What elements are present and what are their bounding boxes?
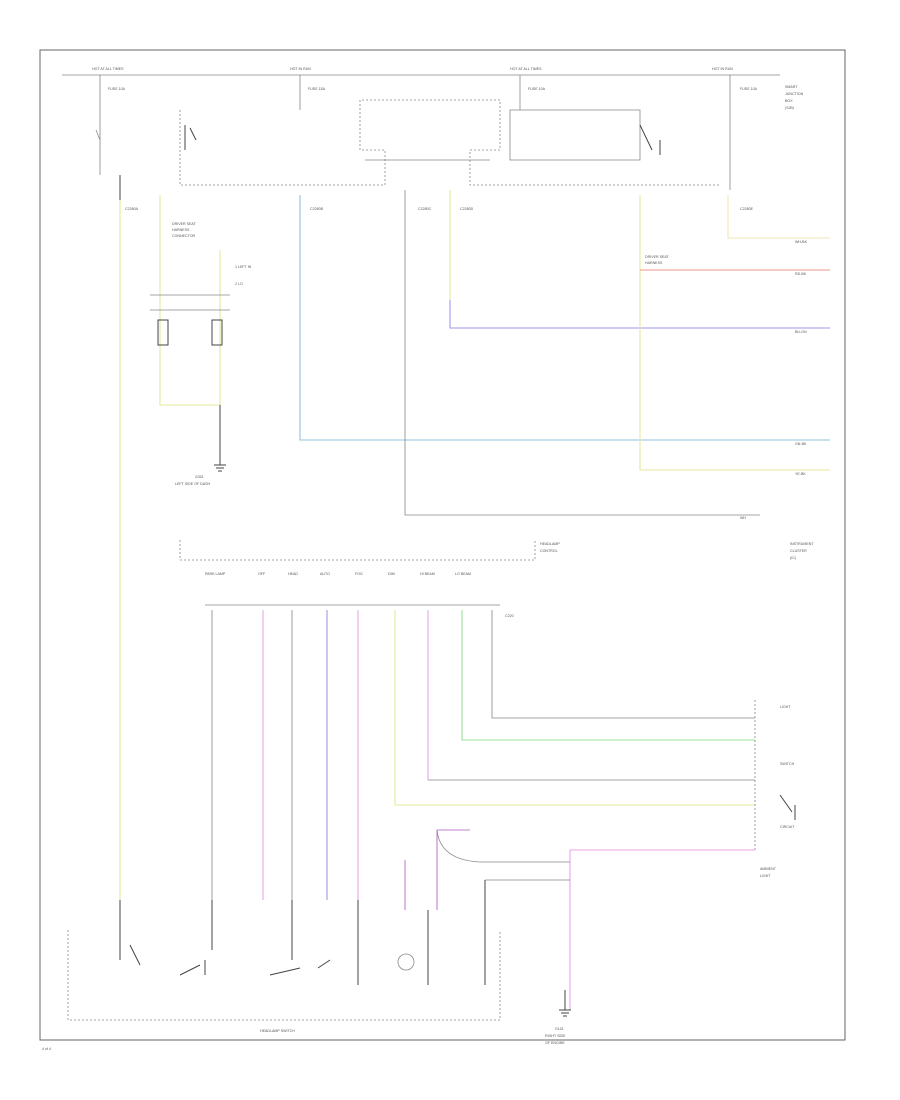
wire-pin-6	[394, 610, 755, 806]
fuse-name-1: FUSE 10A	[108, 87, 126, 91]
ground-bottom-label-3: OF ENGINE	[545, 1041, 565, 1045]
harness-label-1: DRIVER SEAT	[172, 222, 197, 226]
sheet-number: 4 of 4	[42, 1047, 51, 1051]
middle-connector-label-2: CONTROL	[540, 549, 558, 553]
pin-label-7: HI BEAM	[420, 572, 435, 576]
wire-pink-right	[569, 849, 755, 1010]
ground-label-2: LEFT SIDE OF DASH	[175, 482, 210, 486]
harness-right-label-2: HARNESS	[645, 261, 663, 265]
fuse-header-2: HOT IN RUN	[290, 67, 311, 71]
diagram-border	[39, 49, 846, 1041]
wire-magenta-sensor	[436, 829, 470, 910]
relay-switch-1	[184, 125, 197, 150]
wire-gray	[404, 190, 760, 516]
pin-label-2: OFF	[258, 572, 266, 576]
ground-bottom-symbol	[559, 1009, 571, 1017]
fuse-header-1: HOT AT ALL TIMES	[92, 67, 124, 71]
cluster-label-3: (IC)	[790, 556, 796, 560]
connector-label-2: C2280B	[310, 207, 324, 211]
sjb-inner-box	[509, 109, 641, 161]
lamp-element-1	[157, 319, 169, 346]
wire-tag-3: BU-GN	[795, 330, 807, 334]
wire-tag-4: GN-BK	[795, 442, 807, 446]
wire-tag-5: YE-BK	[795, 472, 806, 476]
sjb-label-4: (SJB)	[785, 106, 794, 110]
sjb-label-2: JUNCTION	[785, 92, 804, 96]
sjb-label-3: BOX	[785, 99, 793, 103]
right-switch-label-3: CIRCUIT	[780, 825, 795, 829]
pin-label-6: DIM	[388, 572, 395, 576]
wire-yellow-top-right	[727, 195, 830, 239]
wire-tag-2: RD-BK	[795, 272, 807, 276]
cluster-label-1: INSTRUMENT	[790, 542, 814, 546]
sensor-circle	[397, 953, 415, 971]
right-switch-label-1: LIGHT	[780, 705, 791, 709]
fuse-name-3: FUSE 10A	[528, 87, 546, 91]
bottom-right-label-1: AMBIENT	[760, 867, 777, 871]
harness-label-3: CONNECTOR	[172, 234, 195, 238]
ground-symbol	[214, 464, 226, 472]
pin-label-3: HEAD	[288, 572, 298, 576]
middle-connector-box	[179, 540, 536, 561]
fuse-name-4: FUSE 10A	[740, 87, 758, 91]
connector-label-5: C2280E	[740, 207, 754, 211]
headlamp-switch-label: HEADLAMP SWITCH	[260, 1029, 295, 1033]
wire-light-yellow-right	[639, 195, 830, 471]
lamp-label-2: 2 LO	[235, 282, 243, 286]
wire-blue-mid	[449, 300, 830, 329]
connector-label-4: C2280D	[460, 207, 474, 211]
sjb-box	[179, 99, 720, 186]
right-switch-label-2: SWITCH	[780, 762, 795, 766]
wire-pin-8	[461, 610, 755, 741]
fuse-header-3: HOT AT ALL TIMES	[510, 67, 542, 71]
bottom-right-label-2: LIGHT	[760, 874, 771, 878]
relay-switch-2	[639, 124, 661, 155]
ground-bottom-label-1: G101	[555, 1027, 564, 1031]
lower-switch-3	[269, 900, 331, 976]
pin-label-1: PARK LAMP	[205, 572, 226, 576]
connector-label-3: C2280C	[418, 207, 432, 211]
wire-tag-1: WH-BK	[795, 240, 808, 244]
harness-right-label-1: DRIVER SEAT	[645, 255, 670, 259]
wire-cyan	[299, 195, 830, 441]
sensor-lead	[436, 829, 570, 863]
cluster-label-2: CLUSTER	[790, 549, 807, 553]
switch-connector: C220	[505, 614, 514, 618]
ground-label-1: G301	[195, 475, 204, 479]
pin-label-5: FOG	[355, 572, 363, 576]
harness-label-2: HARNESS	[172, 228, 190, 232]
wire-tag-6: WH	[740, 516, 746, 520]
fuse-drop-1	[95, 75, 101, 175]
fuse-header-4: HOT IN RUN	[712, 67, 733, 71]
connector-label-1: C2280A	[125, 207, 139, 211]
fuse-name-2: FUSE 15A	[308, 87, 326, 91]
lower-switch-2	[179, 900, 213, 976]
lamp-element-2	[211, 319, 223, 346]
pin-label-8: LO BEAM	[455, 572, 471, 576]
sjb-label-1: SMART	[785, 85, 798, 89]
wire-yellow-lamp	[159, 195, 221, 406]
lower-switch-1	[119, 900, 141, 966]
pin-label-4: AUTO	[320, 572, 330, 576]
lamp-connector-1	[150, 294, 230, 311]
lamp-label-1: 1 LEFT HI	[235, 265, 251, 269]
wire-pin-9	[491, 610, 755, 719]
headlamp-switch-box	[67, 930, 501, 1021]
right-switch	[779, 794, 796, 820]
middle-connector-label: HEADLAMP	[540, 542, 560, 546]
ground-bottom-label-2: RIGHT SIDE	[545, 1034, 566, 1038]
